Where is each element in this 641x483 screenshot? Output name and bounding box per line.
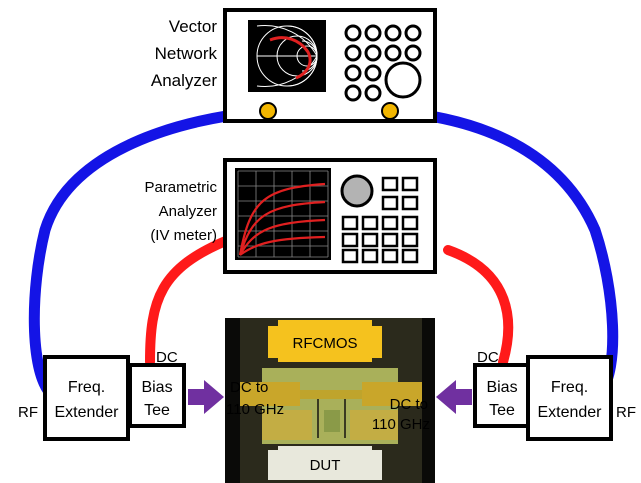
iv-grid	[237, 170, 329, 258]
parametric-label-line-1: Parametric	[144, 179, 217, 196]
left-extender-line-2: Extender	[54, 404, 119, 421]
left-bias-tee-line-2: Tee	[144, 402, 170, 419]
right-signal-arrow	[436, 380, 472, 414]
chip-left-label-line-2: 110 GHz	[226, 401, 284, 418]
vna-label-line-3: Analyzer	[151, 71, 217, 90]
rf-label-right: RF	[616, 404, 636, 421]
chip-right-label-line-2: 110 GHz	[372, 416, 430, 433]
rf-cable-left	[28, 105, 274, 399]
left-signal-arrow	[188, 380, 224, 414]
right-bias-tee: Bias Tee	[473, 363, 531, 428]
left-extender-line-1: Freq.	[68, 379, 105, 396]
parametric-label-line-2: Analyzer	[159, 203, 217, 220]
vna-port-2-connector	[381, 102, 399, 120]
parametric-knob	[340, 174, 374, 208]
iv-curves	[238, 182, 326, 256]
right-bias-tee-line-1: Bias	[486, 379, 517, 396]
iv-screen	[235, 168, 331, 260]
left-frequency-extender: Freq. Extender	[43, 355, 130, 441]
right-bias-tee-line-2: Tee	[489, 402, 515, 419]
chip-top-label: RFCMOS	[293, 335, 358, 352]
parametric-analyzer	[223, 158, 437, 274]
vna-label-line-1: Vector	[169, 17, 218, 36]
parametric-buttons	[341, 176, 419, 264]
vector-network-analyzer	[223, 8, 437, 123]
dc-label-right: DC	[477, 349, 499, 366]
chip-bottom-label: DUT	[310, 457, 341, 474]
right-frequency-extender: Freq. Extender	[526, 355, 613, 441]
dc-cable-left	[145, 235, 233, 367]
left-bias-tee: Bias Tee	[128, 363, 186, 428]
right-extender-line-2: Extender	[537, 404, 602, 421]
rf-label-left: RF	[18, 404, 38, 421]
vna-knobs	[344, 24, 422, 102]
vna-port-1-connector	[259, 102, 277, 120]
parametric-label-line-3: (IV meter)	[150, 227, 217, 244]
chip-right-label-line-1: DC to	[390, 396, 428, 413]
left-bias-tee-line-1: Bias	[141, 379, 172, 396]
dut-chip-micrograph	[225, 318, 435, 483]
rf-cable-right	[384, 105, 619, 399]
dc-cable-right	[443, 245, 514, 367]
vna-label-line-2: Network	[155, 44, 218, 63]
dc-label-left: DC	[156, 349, 178, 366]
vna-trace	[269, 36, 312, 80]
chip-left-label-line-1: DC to	[230, 379, 268, 396]
right-extender-line-1: Freq.	[551, 379, 588, 396]
